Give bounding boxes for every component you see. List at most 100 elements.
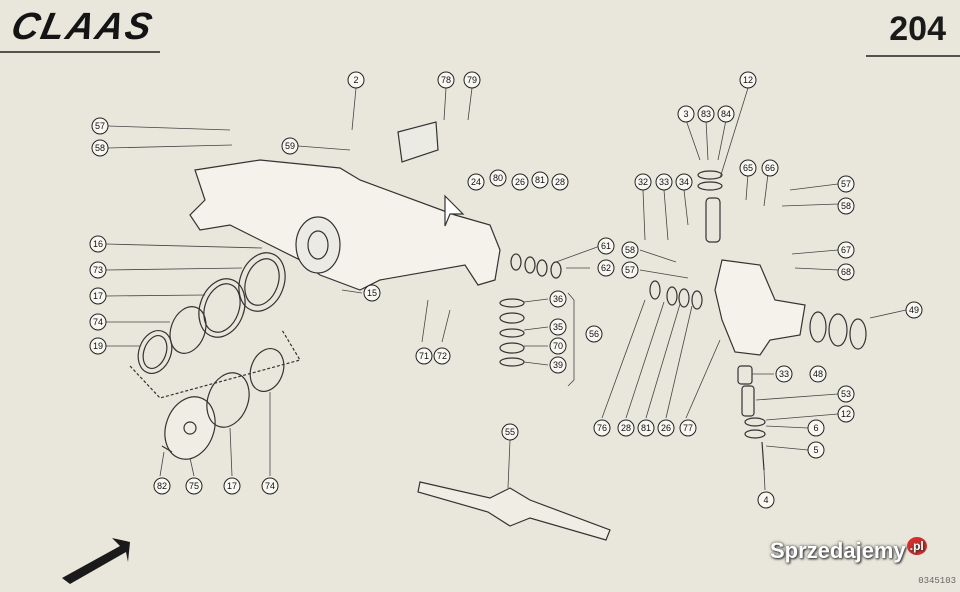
callout-circle — [153, 477, 171, 495]
callout-53: 53 — [837, 385, 855, 403]
callout-55: 55 — [501, 423, 519, 441]
callout-number: 35 — [553, 322, 563, 332]
ring-74 — [169, 306, 207, 354]
callout-circle — [347, 71, 365, 89]
callout-81: 81 — [531, 171, 549, 189]
callout-82: 82 — [153, 477, 171, 495]
callout-76: 76 — [593, 419, 611, 437]
callout-number: 39 — [553, 360, 563, 370]
callout-3: 3 — [677, 105, 695, 123]
drawing-code: 0345103 — [918, 576, 956, 586]
callout-circle — [757, 491, 775, 509]
callout-circle — [905, 301, 923, 319]
callout-81: 81 — [637, 419, 655, 437]
callout-circle — [281, 137, 299, 155]
callout-circle — [837, 241, 855, 259]
steering-knuckle — [714, 259, 806, 356]
callout-number: 81 — [641, 423, 651, 433]
callout-12: 12 — [837, 405, 855, 423]
callout-circle — [89, 287, 107, 305]
callout-circle — [621, 241, 639, 259]
callout-number: 17 — [227, 481, 237, 491]
callout-circle — [837, 263, 855, 281]
callout-circle — [363, 284, 381, 302]
callout-48: 48 — [809, 365, 827, 383]
callout-number: 56 — [589, 329, 599, 339]
callout-26: 26 — [511, 173, 529, 191]
callout-number: 75 — [189, 481, 199, 491]
callout-number: 58 — [625, 245, 635, 255]
callout-circle — [717, 105, 735, 123]
callout-number: 61 — [601, 241, 611, 251]
callout-circle — [91, 139, 109, 157]
callout-34: 34 — [675, 173, 693, 191]
bearing-19 — [137, 330, 173, 374]
callout-circle — [549, 290, 567, 308]
callout-56: 56 — [585, 325, 603, 343]
callout-71: 71 — [415, 347, 433, 365]
callout-circle — [511, 173, 529, 191]
callout-70: 70 — [549, 337, 567, 355]
callout-circle — [621, 261, 639, 279]
callout-2: 2 — [347, 71, 365, 89]
callout-26: 26 — [657, 419, 675, 437]
callout-circle — [809, 365, 827, 383]
callout-circle — [185, 477, 203, 495]
callout-circle — [593, 419, 611, 437]
callout-number: 6 — [813, 423, 818, 433]
callout-circle — [637, 419, 655, 437]
callout-number: 73 — [93, 265, 103, 275]
callout-6: 6 — [807, 419, 825, 437]
callout-number: 55 — [505, 427, 515, 437]
callout-number: 57 — [95, 121, 105, 131]
callout-number: 71 — [419, 351, 429, 361]
callout-number: 12 — [841, 409, 851, 419]
callout-39: 39 — [549, 356, 567, 374]
callout-number: 19 — [93, 341, 103, 351]
callout-number: 78 — [441, 75, 451, 85]
callout-number: 81 — [535, 175, 545, 185]
callout-number: 36 — [553, 294, 563, 304]
callout-number: 26 — [515, 177, 525, 187]
callout-number: 72 — [437, 351, 447, 361]
callout-57: 57 — [837, 175, 855, 193]
callout-16: 16 — [89, 235, 107, 253]
callout-circle — [549, 337, 567, 355]
callout-circle — [837, 385, 855, 403]
callout-circle — [549, 356, 567, 374]
callout-77: 77 — [679, 419, 697, 437]
drive-shaft — [417, 481, 611, 541]
callout-number: 33 — [659, 177, 669, 187]
callout-28: 28 — [617, 419, 635, 437]
callout-17: 17 — [223, 477, 241, 495]
callout-circle — [585, 325, 603, 343]
callout-83: 83 — [697, 105, 715, 123]
callout-circle — [223, 477, 241, 495]
callout-circle — [261, 477, 279, 495]
callout-circle — [89, 261, 107, 279]
callout-66: 66 — [761, 159, 779, 177]
callout-15: 15 — [363, 284, 381, 302]
callout-number: 12 — [743, 75, 753, 85]
callout-circle — [91, 117, 109, 135]
page-number: 204 — [889, 10, 946, 48]
callout-circle — [597, 237, 615, 255]
callout-number: 80 — [493, 173, 503, 183]
callout-number: 79 — [467, 75, 477, 85]
callout-number: 17 — [93, 291, 103, 301]
callout-circle — [89, 313, 107, 331]
callout-17: 17 — [89, 287, 107, 305]
callout-circle — [415, 347, 433, 365]
callout-circle — [675, 173, 693, 191]
callout-circle — [467, 173, 485, 191]
callout-number: 33 — [779, 369, 789, 379]
ring-17 — [198, 278, 246, 338]
callout-62: 62 — [597, 259, 615, 277]
callout-number: 58 — [95, 143, 105, 153]
callout-33: 33 — [775, 365, 793, 383]
callout-28: 28 — [551, 173, 569, 191]
callout-73: 73 — [89, 261, 107, 279]
callout-number: 2 — [353, 75, 358, 85]
callout-number: 49 — [909, 305, 919, 315]
